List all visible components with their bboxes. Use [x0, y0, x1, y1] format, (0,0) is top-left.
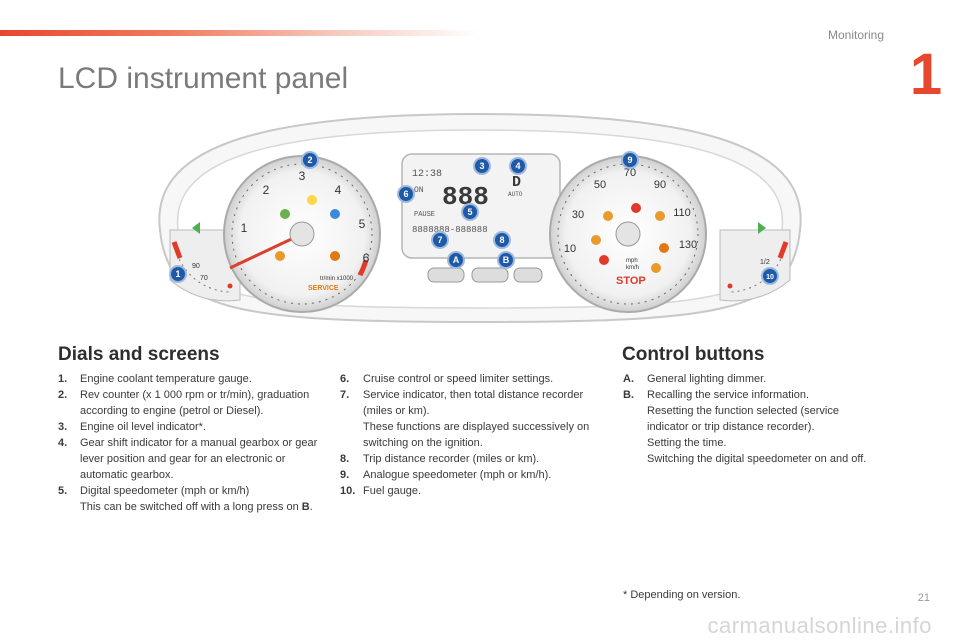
callout-6: 6: [397, 185, 415, 203]
svg-text:4: 4: [515, 161, 520, 171]
speedo-tick: 30: [572, 209, 584, 221]
callout-8: 8: [493, 231, 511, 249]
footnote: * Depending on version.: [623, 589, 741, 601]
warning-light-icon: [275, 251, 285, 261]
service-label: SERVICE: [308, 285, 339, 292]
dials-list-right: 6.Cruise control or speed limiter settin…: [340, 371, 610, 499]
headlight-icon: [330, 209, 340, 219]
svg-text:5: 5: [467, 207, 472, 217]
dimmer-button-a: [427, 267, 465, 283]
dials-heading: Dials and screens: [58, 344, 220, 365]
lcd-on: ON: [414, 186, 424, 195]
svg-text:8: 8: [499, 235, 504, 245]
warning-light-icon: [631, 203, 641, 213]
warning-light-icon: [599, 255, 609, 265]
header-accent-bar: [0, 30, 480, 36]
callout-1: 1: [169, 265, 187, 283]
list-item: 3.Engine oil level indicator*.: [58, 421, 206, 433]
speedo-unit-kmh: km/h: [626, 265, 639, 271]
svg-text:B: B: [503, 255, 510, 265]
lcd-gear: D: [512, 174, 521, 191]
tacho-tick: 3: [299, 169, 306, 183]
svg-text:1: 1: [175, 269, 180, 279]
callout-b: B: [497, 251, 515, 269]
list-item: 4.Gear shift indicator for a manual gear…: [58, 437, 318, 481]
list-item: 5.Digital speedometer (mph or km/h)This …: [58, 485, 313, 513]
svg-text:A: A: [453, 255, 460, 265]
callout-10: 10: [761, 267, 779, 285]
list-item: 2.Rev counter (x 1 000 rpm or tr/min), g…: [58, 389, 310, 417]
list-item: 7.Service indicator, then total distance…: [340, 389, 590, 449]
svg-text:2: 2: [307, 155, 312, 165]
dials-list-left: 1.Engine coolant temperature gauge. 2.Re…: [58, 371, 318, 515]
callout-a: A: [447, 251, 465, 269]
callout-4: 4: [509, 157, 527, 175]
controls-heading: Control buttons: [622, 344, 765, 365]
speedo-tick: 130: [679, 239, 697, 251]
left-indicator-icon: [192, 222, 200, 234]
list-item: A.General lighting dimmer.: [623, 373, 767, 385]
callout-9: 9: [621, 151, 639, 169]
tacho-needle: [229, 232, 303, 270]
tacho-tick: 4: [335, 183, 342, 197]
section-name: Monitoring: [827, 28, 884, 42]
warning-light-icon: [659, 243, 669, 253]
right-indicator-icon: [758, 222, 766, 234]
callout-7: 7: [431, 231, 449, 249]
list-item: B.Recalling the service information.Rese…: [623, 389, 867, 465]
tacho-tick: 5: [359, 217, 366, 231]
warning-light-icon: [280, 209, 290, 219]
warning-light-icon: [591, 235, 601, 245]
speedo-tick: 90: [654, 179, 666, 191]
lcd-time: 12:38: [412, 169, 442, 180]
tacho-tick: 1: [241, 221, 248, 235]
lcd-auto: AUTO: [508, 191, 523, 198]
service-button-b: [471, 267, 509, 283]
watermark: carmanualsonline.info: [707, 613, 932, 638]
reset-button: [513, 267, 543, 283]
speedo-tick: 70: [624, 167, 636, 179]
warning-light-icon: [330, 251, 340, 261]
warning-light-icon: [651, 263, 661, 273]
tacho-unit: tr/min x1000: [320, 276, 354, 282]
callout-2: 2: [301, 151, 319, 169]
lcd-odo: 8888888-888888: [412, 225, 488, 235]
tacho-tick: 6: [363, 251, 370, 265]
list-item: 8.Trip distance recorder (miles or km).: [340, 453, 540, 465]
svg-text:9: 9: [627, 155, 632, 165]
temp-label: 90: [192, 263, 200, 270]
callout-5: 5: [461, 203, 479, 221]
svg-text:10: 10: [766, 274, 774, 281]
warning-light-icon: [655, 211, 665, 221]
svg-text:3: 3: [479, 161, 484, 171]
list-item: 10.Fuel gauge.: [340, 485, 422, 497]
page-number: 21: [917, 592, 930, 604]
speedo-tick: 10: [564, 243, 576, 255]
speedo-unit-mph: mph: [626, 258, 638, 264]
instrument-panel-illustration: 1 2 3 4 5 6 tr/min x1000 SERVICE 90 70 1…: [158, 112, 802, 324]
list-item: 6.Cruise control or speed limiter settin…: [340, 373, 554, 385]
controls-list: A.General lighting dimmer. B.Recalling t…: [623, 371, 873, 467]
warning-light-icon: [603, 211, 613, 221]
svg-text:7: 7: [437, 235, 442, 245]
stop-label: STOP: [616, 275, 646, 287]
callout-3: 3: [473, 157, 491, 175]
svg-text:6: 6: [403, 189, 408, 199]
chapter-number-text: 1: [910, 46, 942, 98]
lcd-pause: PAUSE: [414, 211, 435, 219]
speedo-tick: 110: [673, 207, 691, 219]
speedo-tick: 50: [594, 179, 606, 191]
chapter-number: 1: [910, 46, 942, 98]
tacho-tick: 2: [263, 183, 270, 197]
list-item: 1.Engine coolant temperature gauge.: [58, 373, 252, 385]
temp-label: 70: [200, 275, 208, 282]
list-item: 9.Analogue speedometer (mph or km/h).: [340, 469, 552, 481]
fuel-label: 1/2: [760, 259, 770, 266]
sun-icon: [307, 195, 317, 205]
page-title: LCD instrument panel: [58, 62, 349, 95]
